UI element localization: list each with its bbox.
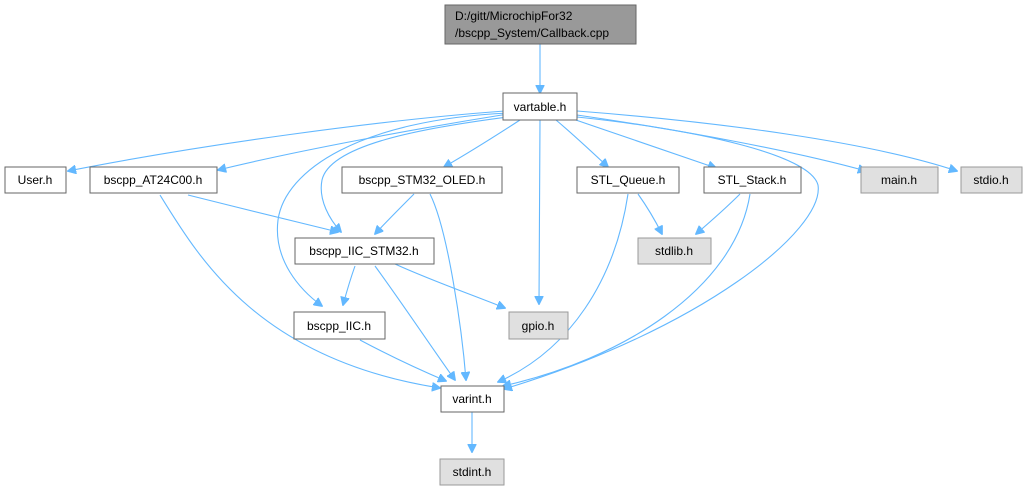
- node-label: STL_Stack.h: [718, 173, 787, 187]
- node-label: main.h: [881, 173, 917, 187]
- node-label: bscpp_STM32_OLED.h: [359, 173, 486, 187]
- edge-at24c00-to-iic-stm32: [187, 194, 338, 232]
- node-label: stdlib.h: [655, 244, 693, 258]
- node-label: bscpp_IIC_STM32.h: [309, 244, 418, 258]
- edge-oled-to-iic-stm32: [375, 193, 415, 234]
- node-label: vartable.h: [514, 100, 567, 114]
- edge-vartable-to-stl-stack: [569, 117, 716, 168]
- node-label: User.h: [18, 173, 53, 187]
- node-stdlib[interactable]: stdlib.h: [637, 237, 712, 265]
- edge-stl-queue-to-stdlib: [637, 193, 662, 234]
- node-label: stdint.h: [453, 465, 492, 479]
- edge-iic-to-varint: [359, 339, 446, 381]
- root-path-line2: /bscpp_System/Callback.cpp: [455, 26, 609, 40]
- node-stdint[interactable]: stdint.h: [439, 458, 505, 486]
- edge-stl-queue-to-varint: [498, 193, 629, 382]
- node-at24c00[interactable]: bscpp_AT24C00.h: [89, 166, 218, 194]
- edge-vartable-to-main: [576, 114, 866, 171]
- node-stl-stack[interactable]: STL_Stack.h: [703, 166, 802, 194]
- edge-vartable-to-varint: [504, 116, 819, 389]
- node-iic-stm32[interactable]: bscpp_IIC_STM32.h: [294, 237, 435, 265]
- edge-stl-stack-to-varint: [503, 193, 751, 386]
- edge-iic-stm32-to-varint: [374, 265, 455, 380]
- edge-vartable-to-gpio: [539, 119, 540, 304]
- edge-vartable-to-iic-stm32: [320, 115, 516, 232]
- node-main[interactable]: main.h: [860, 166, 939, 194]
- node-label: varint.h: [452, 392, 491, 406]
- edge-vartable-to-user: [68, 110, 506, 171]
- node-label: gpio.h: [522, 319, 555, 333]
- edge-oled-to-varint: [429, 193, 466, 380]
- node-label: STL_Queue.h: [591, 173, 666, 187]
- node-vartable[interactable]: vartable.h: [502, 92, 578, 121]
- node-user[interactable]: User.h: [4, 166, 67, 194]
- node-label: bscpp_IIC.h: [307, 319, 371, 333]
- node-varint[interactable]: varint.h: [440, 385, 505, 413]
- edge-vartable-to-at24c00: [218, 113, 509, 170]
- node-stl-queue[interactable]: STL_Queue.h: [576, 166, 680, 194]
- edge-vartable-to-stl-queue: [555, 119, 608, 167]
- edge-stl-stack-to-stdlib: [696, 193, 741, 234]
- edge-vartable-to-stdio: [576, 110, 957, 171]
- edges: [68, 44, 957, 452]
- edge-iic-stm32-to-gpio: [394, 263, 505, 308]
- node-gpio[interactable]: gpio.h: [508, 311, 569, 340]
- edge-vartable-to-oled: [444, 119, 521, 167]
- node-label: stdio.h: [973, 173, 1008, 187]
- edge-vartable-to-iic: [276, 112, 509, 306]
- root-path-line1: D:/gitt/MicrochipFor32: [455, 9, 573, 23]
- edge-at24c00-to-varint: [159, 194, 440, 388]
- node-label: bscpp_AT24C00.h: [104, 173, 203, 187]
- node-stdio[interactable]: stdio.h: [960, 166, 1023, 194]
- node-iic[interactable]: bscpp_IIC.h: [293, 311, 386, 340]
- node-oled[interactable]: bscpp_STM32_OLED.h: [341, 166, 503, 194]
- node-callback-cpp[interactable]: D:/gitt/MicrochipFor32 /bscpp_System/Cal…: [444, 4, 637, 45]
- edge-iic-stm32-to-iic: [343, 265, 356, 305]
